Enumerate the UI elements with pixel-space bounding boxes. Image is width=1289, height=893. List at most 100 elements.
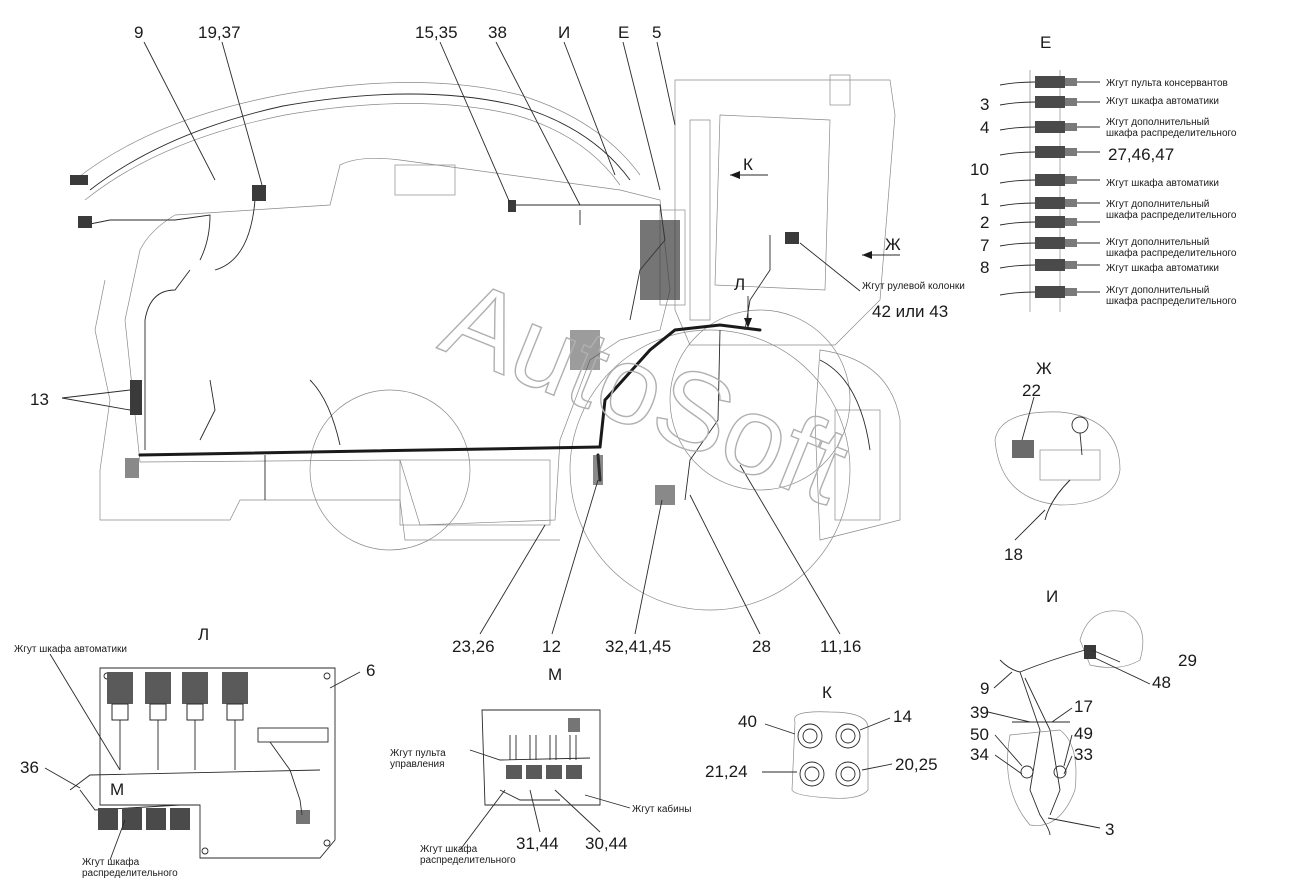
main-machine-view	[70, 74, 901, 611]
view-e-num-3: 3	[980, 95, 989, 114]
view-e-connector	[999, 121, 1100, 133]
view-i-title: И	[1046, 587, 1058, 606]
view-m-num-31-44: 31,44	[516, 834, 559, 853]
view-e-connector	[999, 96, 1100, 108]
view-l-note-automation-cabinet: Жгут шкафа автоматики	[14, 643, 127, 655]
view-l-num-6: 6	[366, 661, 375, 680]
view-k-num-40: 40	[738, 712, 757, 731]
view-e-num-4: 4	[980, 118, 989, 137]
label-9: 9	[134, 23, 143, 42]
view-l-bottom-connector	[98, 808, 118, 830]
view-i-num-39: 39	[970, 703, 989, 722]
view-k-num-20-25: 20,25	[895, 755, 938, 774]
view-e-connector	[999, 286, 1100, 298]
view-e-note-additional-3a: Жгут дополнительный	[1106, 237, 1209, 248]
label-15-35: 15,35	[415, 23, 458, 42]
view-l-note-distribution-1: Жгут шкафа	[82, 856, 140, 868]
view-zh-title: Ж	[1036, 359, 1052, 378]
label-12: 12	[542, 637, 561, 656]
view-i: И 29 48 9 39 17 50 34 49 33 3	[970, 587, 1197, 839]
view-e-note-additional-4b: шкафа распределительного	[1106, 295, 1237, 307]
view-e-note-automation-cabinet-1: Жгут шкафа автоматики	[1106, 95, 1219, 107]
view-i-num-3: 3	[1105, 820, 1114, 839]
view-zh-num-18: 18	[1004, 545, 1023, 564]
view-k-title: К	[822, 683, 832, 702]
view-m-title: М	[548, 665, 562, 684]
view-l-bottom-connector	[146, 808, 166, 830]
view-m-connector	[566, 735, 582, 779]
view-m-note-control-panel-2: управления	[390, 759, 445, 770]
view-e-num-7: 7	[980, 236, 989, 255]
label-5: 5	[652, 23, 661, 42]
view-e-num-8: 8	[980, 258, 989, 277]
label-view-K: К	[743, 155, 753, 174]
label-13: 13	[30, 390, 49, 409]
view-m-note-cabin-harness: Жгут кабины	[632, 803, 691, 815]
view-zh-num-22: 22	[1022, 381, 1041, 400]
view-e-note-additional-2a: Жгут дополнительный	[1106, 199, 1209, 210]
view-k-grommet	[799, 761, 825, 787]
view-k-grommet	[797, 723, 823, 749]
view-e-note-additional-1b: шкафа распределительного	[1106, 127, 1237, 139]
view-e-title: Е	[1040, 33, 1051, 52]
view-k-grommet	[835, 761, 861, 787]
label-38: 38	[488, 23, 507, 42]
view-e-note-preservatives-panel: Жгут пульта консервантов	[1106, 78, 1228, 89]
view-m-note-distribution-2: распределительного	[420, 855, 516, 866]
view-e-connector	[999, 146, 1100, 158]
label-32-41-45: 32,41,45	[605, 637, 671, 656]
label-42-or-43: 42 или 43	[872, 302, 948, 321]
view-i-num-29: 29	[1178, 651, 1197, 670]
view-e-note-additional-3b: шкафа распределительного	[1106, 247, 1237, 259]
label-view-Zh: Ж	[885, 235, 901, 254]
view-m-connector	[526, 735, 542, 779]
view-e-num-1: 1	[980, 190, 989, 209]
view-l-top-connector	[145, 672, 171, 721]
view-m-note-distribution-1: Жгут шкафа	[420, 843, 478, 855]
view-i-num-50: 50	[970, 725, 989, 744]
view-l-view-m-ref: М	[110, 780, 124, 799]
view-e-connector	[999, 216, 1100, 228]
view-e-connector	[999, 76, 1100, 88]
view-l-bottom-connector	[170, 808, 190, 830]
view-i-num-49: 49	[1074, 724, 1093, 743]
view-m-num-30-44: 30,44	[585, 834, 628, 853]
label-view-E: Е	[618, 23, 629, 42]
note-steering-column-harness: Жгут рулевой колонки	[862, 281, 965, 292]
view-l-top-connector	[107, 672, 133, 721]
view-e-note-additional-4a: Жгут дополнительный	[1106, 285, 1209, 296]
view-arrows	[730, 171, 900, 328]
label-view-L: Л	[734, 275, 745, 294]
view-e-connector	[999, 174, 1100, 186]
view-e-num-10: 10	[970, 160, 989, 179]
view-k-grommet	[835, 723, 861, 749]
view-e-connector	[999, 197, 1100, 209]
main-leader-lines	[61, 41, 861, 635]
view-e-note-automation-cabinet-2: Жгут шкафа автоматики	[1106, 177, 1219, 189]
view-k-num-21-24: 21,24	[705, 762, 748, 781]
view-e-num-2: 2	[980, 213, 989, 232]
view-i-num-48: 48	[1152, 673, 1171, 692]
view-k: К 40 14 21,24 20,25	[705, 683, 938, 799]
view-m-connector	[546, 735, 562, 779]
view-e-note-additional-2b: шкафа распределительного	[1106, 209, 1237, 221]
view-l-num-36: 36	[20, 758, 39, 777]
view-i-num-33: 33	[1074, 745, 1093, 764]
view-m-connector	[506, 735, 522, 779]
view-l-note-distribution-2: распределительного	[82, 868, 178, 879]
view-l: Л 6 36 М Жгут шкафа автоматики Жгут шкаф…	[14, 625, 375, 879]
view-zh: Ж 22 18	[994, 359, 1121, 564]
label-view-I: И	[558, 23, 570, 42]
view-l-title: Л	[198, 625, 209, 644]
view-k-num-14: 14	[893, 707, 912, 726]
view-m-note-control-panel-1: Жгут пульта	[390, 748, 446, 759]
view-e-note-automation-cabinet-3: Жгут шкафа автоматики	[1106, 262, 1219, 274]
label-19-37: 19,37	[198, 23, 241, 42]
view-e-note-additional-1a: Жгут дополнительный	[1106, 117, 1209, 128]
view-e-num-27-46-47: 27,46,47	[1108, 145, 1174, 164]
view-i-num-9: 9	[980, 679, 989, 698]
label-28: 28	[752, 637, 771, 656]
view-m: М Жгут пульта управления Жгут кабины Жгу…	[390, 665, 691, 866]
